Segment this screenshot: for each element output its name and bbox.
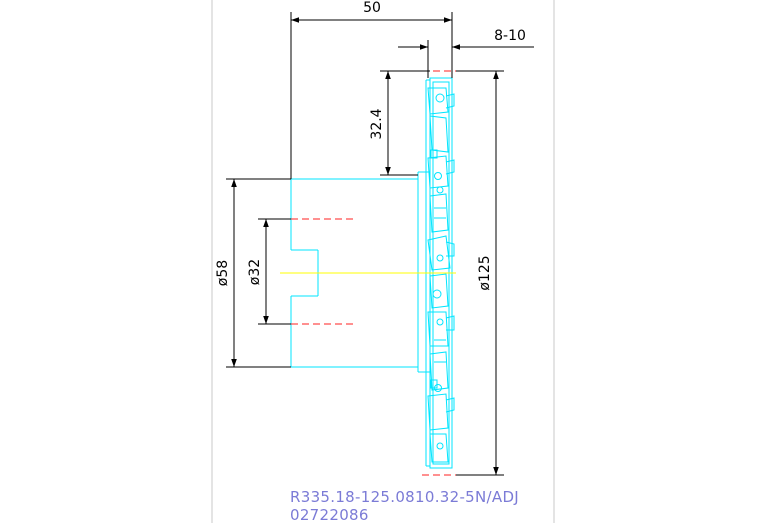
- part-code-label: 02722086: [290, 506, 369, 523]
- dim-cutter-offset: [398, 40, 534, 78]
- dim-cutter-offset-label: 8-10: [494, 28, 526, 44]
- dim-cutter-height-label: 32.4: [369, 108, 385, 139]
- dim-hub-diameter-label: ø58: [215, 260, 231, 286]
- dim-overall-length-label: 50: [363, 0, 381, 16]
- dim-bore-diameter: [258, 218, 291, 325]
- dim-cutter-diameter-label: ø125: [477, 255, 493, 290]
- hub-body: [290, 171, 430, 373]
- dim-hub-diameter: [226, 178, 291, 368]
- part-number-label: R335.18-125.0810.32-5N/ADJ: [290, 488, 519, 506]
- dim-cutter-height: [380, 70, 430, 176]
- dim-cutter-diameter: [456, 70, 504, 476]
- dim-overall-length: [290, 12, 453, 179]
- dim-bore-diameter-label: ø32: [247, 259, 263, 285]
